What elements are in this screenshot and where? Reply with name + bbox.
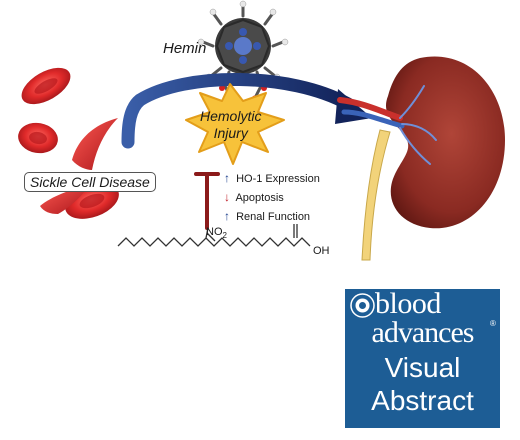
sickle-cell-disease-label: Sickle Cell Disease	[24, 172, 156, 192]
effect-ho1-expression: ↑ HO-1 Expression	[224, 171, 320, 185]
society-seal-icon	[350, 293, 375, 318]
badge-abstract-label: Abstract	[371, 385, 474, 416]
down-arrow-icon: ↓	[224, 190, 230, 204]
badge-visual-label: Visual	[384, 352, 461, 383]
nitro-group-subscript: 2	[222, 231, 227, 241]
blood-advances-visual-abstract-badge: blood advances ® Visual Abstract	[345, 289, 500, 428]
registered-mark: ®	[490, 319, 496, 328]
ureter	[361, 129, 391, 261]
red-blood-cell-left	[18, 122, 58, 154]
red-blood-cells	[18, 67, 119, 219]
kidney-body	[385, 56, 505, 229]
nitro-group-label: NO2	[206, 226, 227, 240]
nitro-fatty-acid-structure	[117, 224, 311, 247]
effect-label: Apoptosis	[235, 192, 284, 204]
hydroxyl-group-label: OH	[313, 245, 330, 257]
injury-label-line-1: Hemolytic	[200, 108, 262, 124]
renal-vessels	[337, 85, 437, 165]
effect-apoptosis: ↓ Apoptosis	[224, 190, 284, 204]
effect-renal-function: ↑ Renal Function	[224, 209, 310, 223]
inhibition-symbol	[194, 172, 220, 230]
nitro-group-text: NO	[206, 226, 223, 238]
badge-journal-name-line-1: blood	[375, 289, 441, 320]
badge-journal-name-line-2: advances	[371, 316, 475, 349]
effect-label: Renal Function	[236, 211, 311, 223]
hemin-label: Hemin	[163, 40, 207, 57]
injury-label-line-2: Injury	[213, 125, 248, 141]
effect-label: HO-1 Expression	[236, 173, 320, 185]
kidney-illustration	[337, 56, 505, 261]
sickle-cell-upper	[72, 118, 118, 170]
hemolytic-injury-label: Hemolytic Injury	[200, 108, 261, 142]
up-arrow-icon: ↑	[224, 209, 230, 223]
red-blood-cell-top	[21, 67, 71, 105]
up-arrow-icon: ↑	[224, 171, 230, 185]
hemolytic-injury-burst	[185, 83, 285, 165]
